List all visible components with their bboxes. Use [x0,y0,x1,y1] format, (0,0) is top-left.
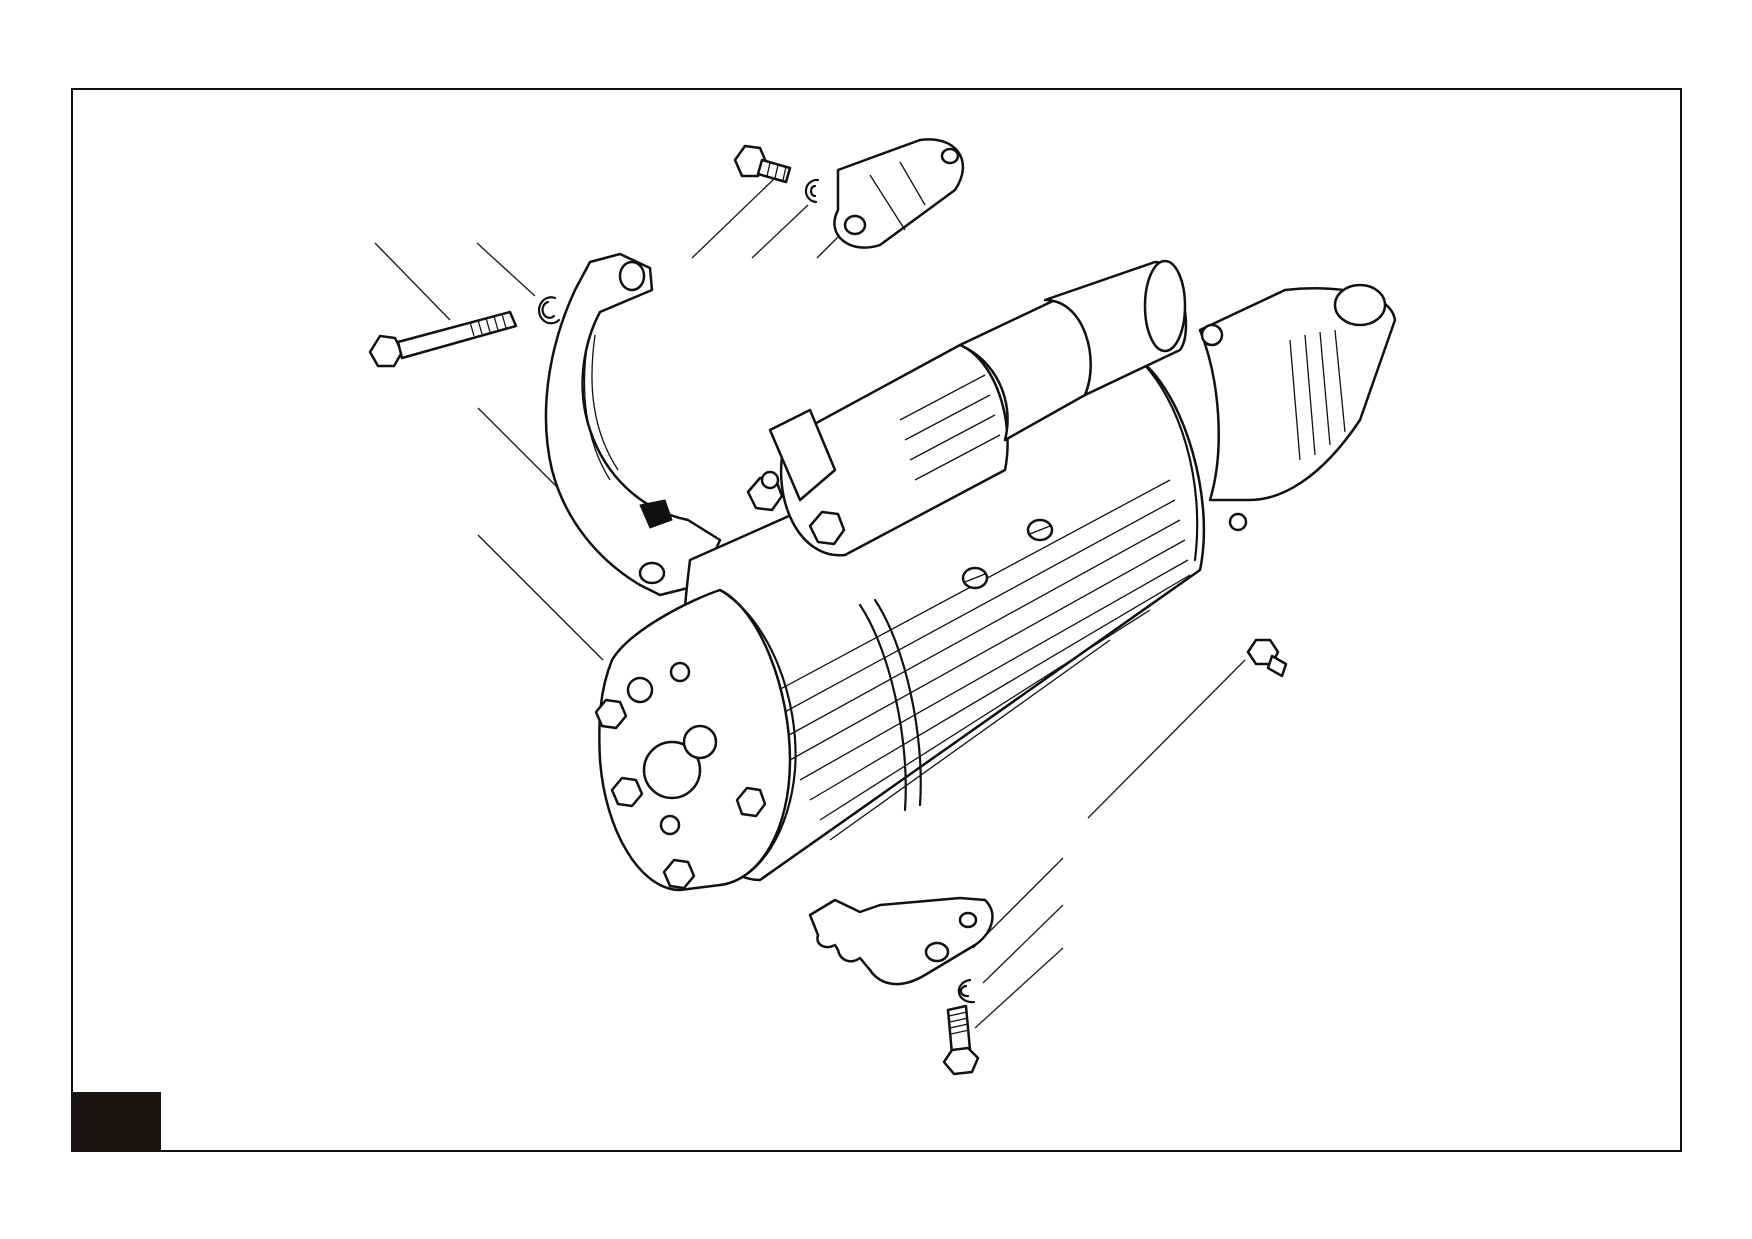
page-corner-tab [71,1092,161,1152]
long-bolt [368,310,518,368]
lock-washer-lower [957,978,976,1004]
leader-bolt-lower [974,947,1064,1029]
leader-small-bolt [691,177,776,259]
upper-bracket-strap [544,252,722,597]
leader-lock-washer-upper [476,242,536,297]
leader-lock-washer-small [751,204,809,259]
bolt-lower [942,1004,980,1076]
lower-support-bracket [808,896,994,986]
starter-motor [594,259,1397,892]
leader-drain-plug [1087,659,1246,819]
drain-plug [1246,638,1288,678]
upper-support-block [833,138,965,249]
leader-long-bolt [374,242,451,321]
leader-lock-washer-lower [982,904,1064,984]
small-bolt-upper [733,144,792,184]
drawing-frame [71,88,1682,1152]
lock-washer-upper [537,296,561,325]
lock-washer-small [804,178,820,204]
leader-end-cover [477,534,604,661]
